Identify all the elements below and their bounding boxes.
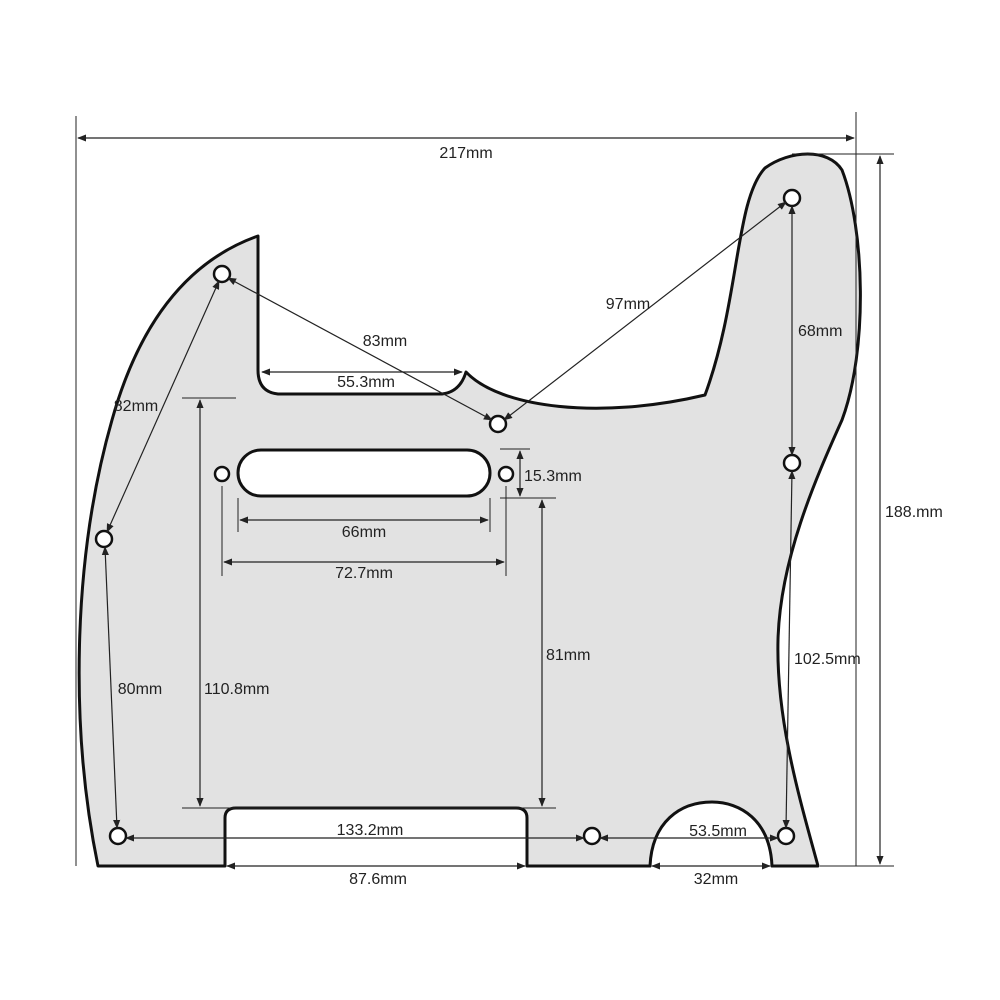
dimension-line	[782, 470, 796, 829]
label-pocket-height: 110.8mm	[204, 681, 270, 698]
pickup-slot	[236, 448, 492, 498]
label-left-lower-span: 80mm	[118, 681, 162, 698]
label-neck-pocket-width: 55.3mm	[337, 374, 395, 391]
screw-hole	[497, 465, 515, 483]
screw-hole	[582, 826, 602, 846]
label-pickup-to-bottom: 81mm	[546, 647, 590, 664]
pickguard-outline	[77, 152, 862, 868]
label-upper-horn-span: 97mm	[606, 296, 650, 313]
label-bridge-cutout-width: 87.6mm	[349, 871, 407, 888]
label-neck-hole-span: 83mm	[363, 333, 407, 350]
label-overall-height: 188.mm	[885, 504, 943, 521]
dimension-line	[503, 201, 787, 421]
dimension-line	[101, 546, 121, 829]
label-pickup-slot-width: 66mm	[342, 524, 386, 541]
screw-hole	[782, 453, 802, 473]
label-hole-to-hole-bottom-right: 53.5mm	[689, 823, 747, 840]
label-pickup-slot-height: 15.3mm	[524, 468, 582, 485]
label-right-upper-span: 68mm	[798, 323, 842, 340]
screw-hole	[213, 465, 231, 483]
label-right-lower-span: 102.5mm	[794, 651, 861, 668]
label-pickup-mount-spacing: 72.7mm	[335, 565, 393, 582]
screw-hole	[94, 529, 114, 549]
label-jack-cutout-width: 32mm	[694, 871, 738, 888]
label-overall-width: 217mm	[439, 145, 492, 162]
screw-hole	[108, 826, 128, 846]
label-bottom-hole-span: 133.2mm	[337, 822, 404, 839]
label-left-upper-span: 82mm	[114, 398, 158, 415]
screw-hole	[776, 826, 796, 846]
screw-hole	[212, 264, 232, 284]
dimension-line	[227, 277, 493, 421]
screw-hole	[488, 414, 508, 434]
screw-hole	[782, 188, 802, 208]
dimension-line	[106, 280, 220, 533]
